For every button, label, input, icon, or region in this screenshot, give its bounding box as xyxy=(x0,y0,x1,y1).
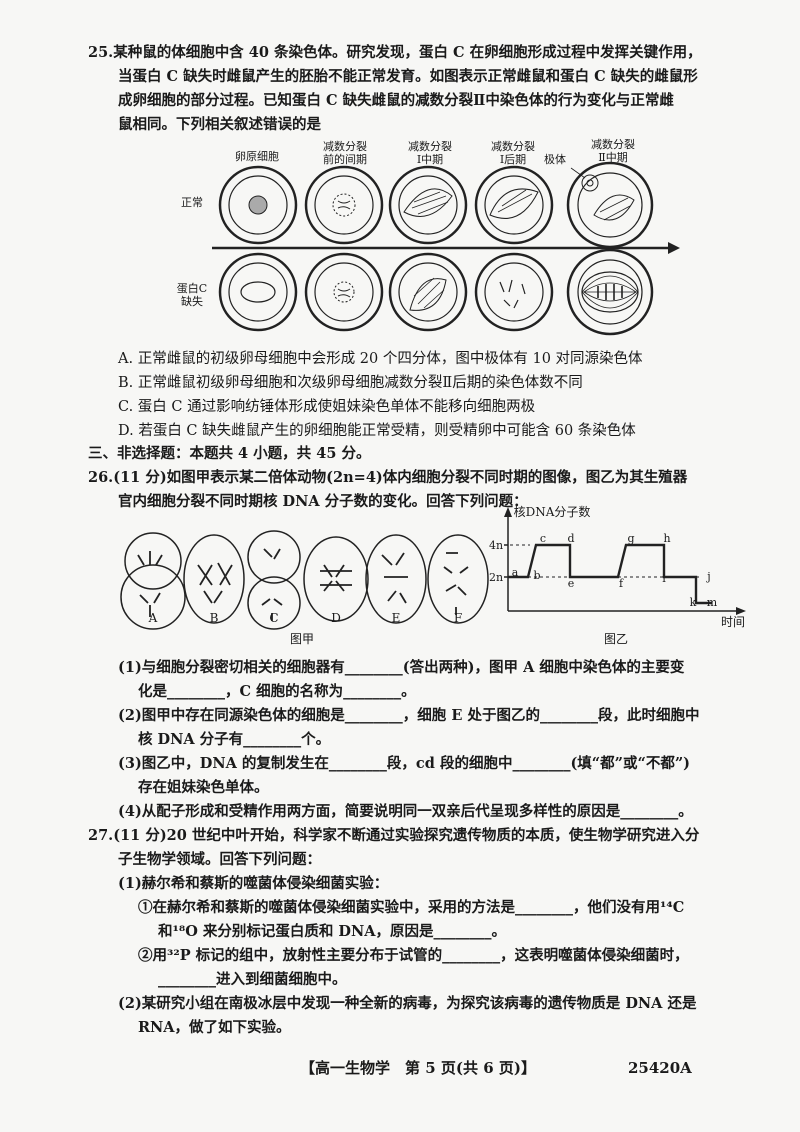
fig-jia-letter-d: D xyxy=(331,611,341,625)
fig-yi-point-b: b xyxy=(533,569,541,582)
q26-line: (1)与细胞分裂密切相关的细胞器有________(答出两种)，图甲 A 细胞中… xyxy=(118,659,685,676)
cell-meiosis1-anaphase-missing xyxy=(474,252,554,332)
q27-line: 子生物学领域。回答下列问题： xyxy=(118,851,321,868)
cell-oogonium-missing xyxy=(218,252,298,332)
fig-yi-caption: 图乙 xyxy=(603,632,628,646)
fig-yi-point-c: c xyxy=(539,532,547,545)
q26-stem-line: 26.(11 分)如图甲表示某二倍体动物(2n=4)体内细胞分裂不同时期的图像，… xyxy=(88,469,688,486)
fig-yi-point-a: a xyxy=(511,566,519,579)
fig-jia-letter-b: B xyxy=(209,611,219,625)
cell-oogonium-normal xyxy=(218,165,298,245)
q27-line: 27.(11 分)20 世纪中叶开始，科学家不断通过实验探究遗传物质的本质，使生… xyxy=(88,827,700,844)
polar-body-label: 极体 xyxy=(544,153,566,166)
q25-option-b: B. 正常雌鼠初级卵母细胞和次级卵母细胞减数分裂Ⅱ后期的染色体数不同 xyxy=(118,375,583,391)
cell-e xyxy=(365,534,427,624)
fig-yi-point-d: d xyxy=(567,532,575,545)
q26-line: 核 DNA 分子有________个。 xyxy=(138,731,331,748)
q27-line: ②用³²P 标记的组中，放射性主要分布于试管的________，这表明噬菌体侵染… xyxy=(138,947,689,964)
cell-d xyxy=(303,536,369,622)
page-footer: 【高一生物学 第 5 页(共 6 页)】 xyxy=(300,1059,536,1077)
q27-line: ①在赫尔希和蔡斯的噬菌体侵染细菌实验中，采用的方法是________，他们没有用… xyxy=(138,899,685,916)
stage-label-oogonium: 卵原细胞 xyxy=(235,150,279,163)
fig-yi-point-i: i xyxy=(662,572,666,585)
q26-line: 化是________，C 细胞的名称为________。 xyxy=(138,683,416,700)
q25-stem-line: 成卵细胞的部分过程。已知蛋白 C 缺失雌鼠的减数分裂Ⅱ中染色体的行为变化与正常雌 xyxy=(118,92,674,109)
fig-yi-xlabel: 时间 xyxy=(720,615,745,629)
oocyte-cell-diagram xyxy=(212,161,680,336)
q26-stem-line: 官内细胞分裂不同时期核 DNA 分子数的变化。回答下列问题： xyxy=(118,493,528,510)
figure-yi-dna-graph xyxy=(504,507,746,615)
fig-yi-point-g: g xyxy=(627,532,635,545)
paper-code: 25420A xyxy=(628,1059,692,1077)
section-three-heading: 三、非选择题：本题共 4 小题，共 45 分。 xyxy=(88,445,371,462)
q26-line: 存在姐妹染色单体。 xyxy=(138,779,269,796)
fig-yi-point-j: j xyxy=(707,570,711,583)
cell-f xyxy=(427,534,489,624)
q27-line: RNA，做了如下实验。 xyxy=(138,1019,291,1036)
cell-interphase-missing xyxy=(304,252,384,332)
fig-jia-letter-e: E xyxy=(391,611,401,625)
cell-meiosis2-metaphase-normal xyxy=(566,161,654,249)
stage-label-interphase: 减数分裂前的间期 xyxy=(323,140,367,166)
fig-yi-tick-4n: 4n xyxy=(488,539,504,552)
q27-line: 和¹⁸O 来分别标记蛋白质和 DNA，原因是________。 xyxy=(158,923,507,940)
cell-meiosis1-metaphase-missing xyxy=(388,252,468,332)
q26-line: (4)从配子形成和受精作用两方面，简要说明同一双亲后代呈现多样性的原因是____… xyxy=(118,803,693,820)
q27-line: (2)某研究小组在南极冰层中发现一种全新的病毒，为探究该病毒的遗传物质是 DNA… xyxy=(118,995,697,1012)
cell-interphase-normal xyxy=(304,165,384,245)
q26-line: (3)图乙中，DNA 的复制发生在________段，cd 段的细胞中_____… xyxy=(118,755,691,772)
q27-line: ________进入到细菌细胞中。 xyxy=(158,971,347,988)
fig-yi-point-m: m xyxy=(706,596,718,609)
cell-c xyxy=(247,530,301,630)
cell-a xyxy=(120,532,186,630)
fig-yi-point-k: k xyxy=(689,596,697,609)
cell-meiosis1-metaphase-normal xyxy=(388,165,468,245)
fig-jia-letter-c: C xyxy=(269,611,279,625)
q25-option-d: D. 若蛋白 C 缺失雌鼠产生的卵细胞能正常受精，则受精卵中可能含 60 条染色… xyxy=(118,423,636,439)
cell-b xyxy=(183,534,245,624)
row-label-normal: 正常 xyxy=(181,196,203,209)
fig-yi-point-f: f xyxy=(618,577,624,590)
q25-option-a: A. 正常雌鼠的初级卵母细胞中会形成 20 个四分体，图中极体有 10 对同源染… xyxy=(118,351,643,367)
fig-jia-letter-a: A xyxy=(148,611,158,625)
fig-yi-point-e: e xyxy=(567,577,575,590)
fig-yi-ylabel: 核DNA分子数 xyxy=(513,505,591,519)
fig-yi-point-h: h xyxy=(663,532,671,545)
q26-line: (2)图甲中存在同源染色体的细胞是________，细胞 E 处于图乙的____… xyxy=(118,707,700,724)
fig-jia-letter-f: F xyxy=(453,611,463,625)
cell-meiosis1-anaphase-normal xyxy=(474,165,554,245)
q25-option-c: C. 蛋白 C 通过影响纺锤体形成使姐妹染色单体不能移向细胞两极 xyxy=(118,399,536,415)
fig-yi-tick-2n: 2n xyxy=(488,571,504,584)
fig-jia-caption: 图甲 xyxy=(289,632,314,646)
q27-line: (1)赫尔希和蔡斯的噬菌体侵染细菌实验： xyxy=(118,875,389,892)
figure-jia-cell-division xyxy=(120,530,489,630)
q25-stem-line: 当蛋白 C 缺失时雌鼠产生的胚胎不能正常发育。如图表示正常雌鼠和蛋白 C 缺失的… xyxy=(118,68,698,85)
cell-meiosis2-metaphase-missing xyxy=(566,248,654,336)
q25-stem-line: 鼠相同。下列相关叙述错误的是 xyxy=(118,116,321,133)
q25-stem-line: 25.某种鼠的体细胞中含 40 条染色体。研究发现，蛋白 C 在卵细胞形成过程中… xyxy=(88,44,702,61)
